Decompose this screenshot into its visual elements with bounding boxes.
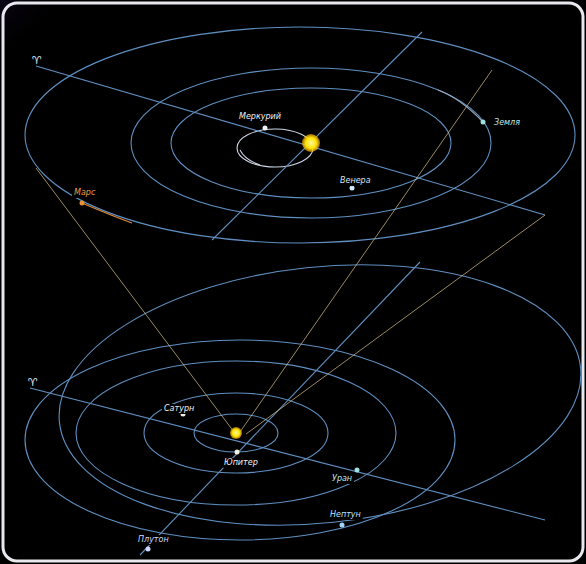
planet-label: Венера <box>338 176 373 186</box>
equinox-symbol: ♈ <box>30 54 44 67</box>
planet-label: Земля <box>492 118 522 128</box>
planet-label: Сатурн <box>162 404 196 414</box>
planet-label: Марс <box>72 188 97 198</box>
planet-label: Меркурий <box>237 112 283 122</box>
planet-label: Нептун <box>328 510 363 520</box>
planet-label: Плутон <box>136 535 171 545</box>
planet-label: Юпитер <box>222 458 260 468</box>
planet-label: Уран <box>330 474 354 484</box>
equinox-symbol: ♈ <box>26 376 40 389</box>
